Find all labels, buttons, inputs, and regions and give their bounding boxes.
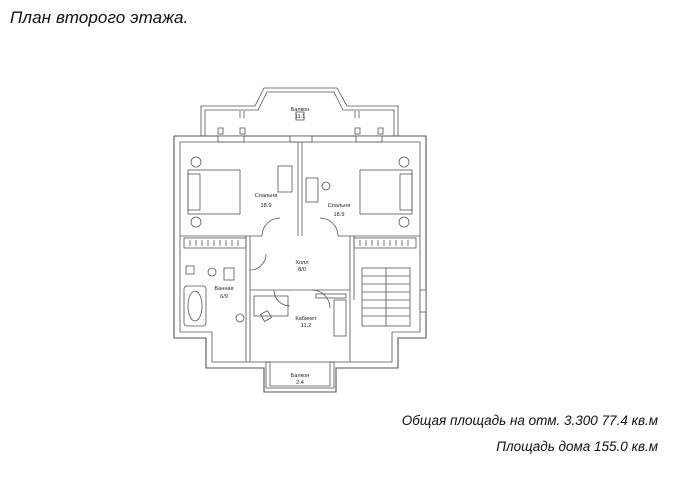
plan-title: План второго этажа.	[10, 8, 189, 27]
room-name: Кабинет	[295, 316, 317, 322]
outer-walls	[173, 135, 427, 393]
room-name: Балкон	[291, 373, 310, 379]
room-area: 2.4	[296, 380, 304, 386]
room-area: 18.9	[261, 203, 272, 209]
house-area-total: Площадь дома 155.0 кв.м	[496, 439, 658, 454]
bed-left	[187, 156, 241, 228]
study-furniture	[253, 293, 347, 337]
room-name: Спальня	[255, 193, 277, 199]
room-name: Холл	[295, 260, 308, 266]
staircase	[361, 267, 411, 327]
floor-area-total: Общая площадь на отм. 3.300 77.4 кв.м	[401, 413, 658, 428]
lower-balcony	[265, 361, 335, 389]
room-labels: Балкон 11.1 Спальня 18.9 Спальня 18.9 Хо…	[214, 107, 350, 386]
room-area: 11.1	[295, 114, 305, 120]
bathroom-fixtures	[183, 265, 245, 327]
room-name: Спальня	[328, 203, 350, 209]
room-area: 11,2	[301, 323, 311, 329]
bedroom-furniture	[277, 165, 331, 203]
room-area: 18.9	[334, 212, 345, 218]
interior-walls	[180, 142, 420, 362]
room-area: 6/9	[220, 294, 228, 300]
bed-right	[359, 156, 413, 228]
room-name: Балкон	[291, 107, 310, 113]
room-name: Ванная	[214, 286, 233, 292]
room-area: 8/0	[298, 267, 306, 273]
upper-balcony	[200, 87, 399, 136]
wardrobes	[183, 237, 417, 249]
